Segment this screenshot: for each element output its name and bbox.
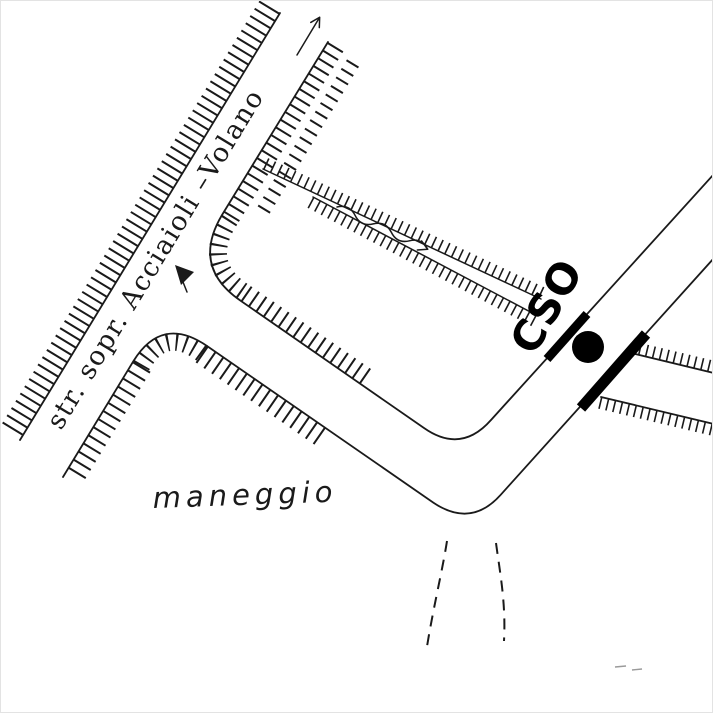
dashed-track bbox=[425, 540, 506, 654]
causeway-upper-ticks bbox=[630, 341, 712, 373]
comb-track-upper-line bbox=[262, 168, 542, 300]
bridge-bar-right bbox=[576, 330, 651, 412]
road-label: str. sopr. Acciaioli –Volano bbox=[40, 84, 270, 435]
dashed-track-left bbox=[425, 540, 448, 654]
survey-marker-icon bbox=[175, 265, 194, 293]
embankment-hachure-left bbox=[1, 1, 281, 441]
junction-fan-inner bbox=[209, 214, 252, 302]
road-direction-arrow-icon bbox=[296, 16, 321, 56]
comb-track-upper-ticks bbox=[263, 158, 547, 300]
edge-tick-marks bbox=[614, 665, 643, 671]
loop-road-outer-edge bbox=[206, 258, 712, 515]
dashed-track-right bbox=[495, 542, 506, 642]
causeway-upper-line bbox=[630, 352, 712, 374]
junction-fan-outer bbox=[133, 332, 208, 371]
right-branch-causeway bbox=[543, 311, 712, 436]
comb-track-lower-line bbox=[312, 196, 539, 317]
causeway-lower-ticks bbox=[598, 396, 712, 436]
area-label-maneggio: maneggio bbox=[152, 475, 338, 515]
loop-road-outer-corner bbox=[62, 332, 208, 478]
loop-road bbox=[62, 41, 712, 515]
comb-track-lower-ticks bbox=[307, 197, 539, 327]
bridge-bar-left bbox=[543, 311, 591, 362]
loop-road-inner-edge bbox=[209, 41, 712, 441]
field-comb-tracks bbox=[262, 158, 547, 327]
branch-upper-edge-hachure bbox=[240, 286, 375, 387]
embankment-hachure-right-outer-row bbox=[257, 59, 359, 215]
road-acciaioli-volano: str. sopr. Acciaioli –Volano bbox=[1, 1, 359, 483]
road-edge-left bbox=[19, 12, 281, 441]
site-marker-dot bbox=[572, 331, 604, 363]
branch-lower-edge-hachure bbox=[195, 345, 331, 448]
causeway-lower-line bbox=[600, 396, 712, 425]
track-direction-arrow-icon bbox=[336, 205, 429, 251]
